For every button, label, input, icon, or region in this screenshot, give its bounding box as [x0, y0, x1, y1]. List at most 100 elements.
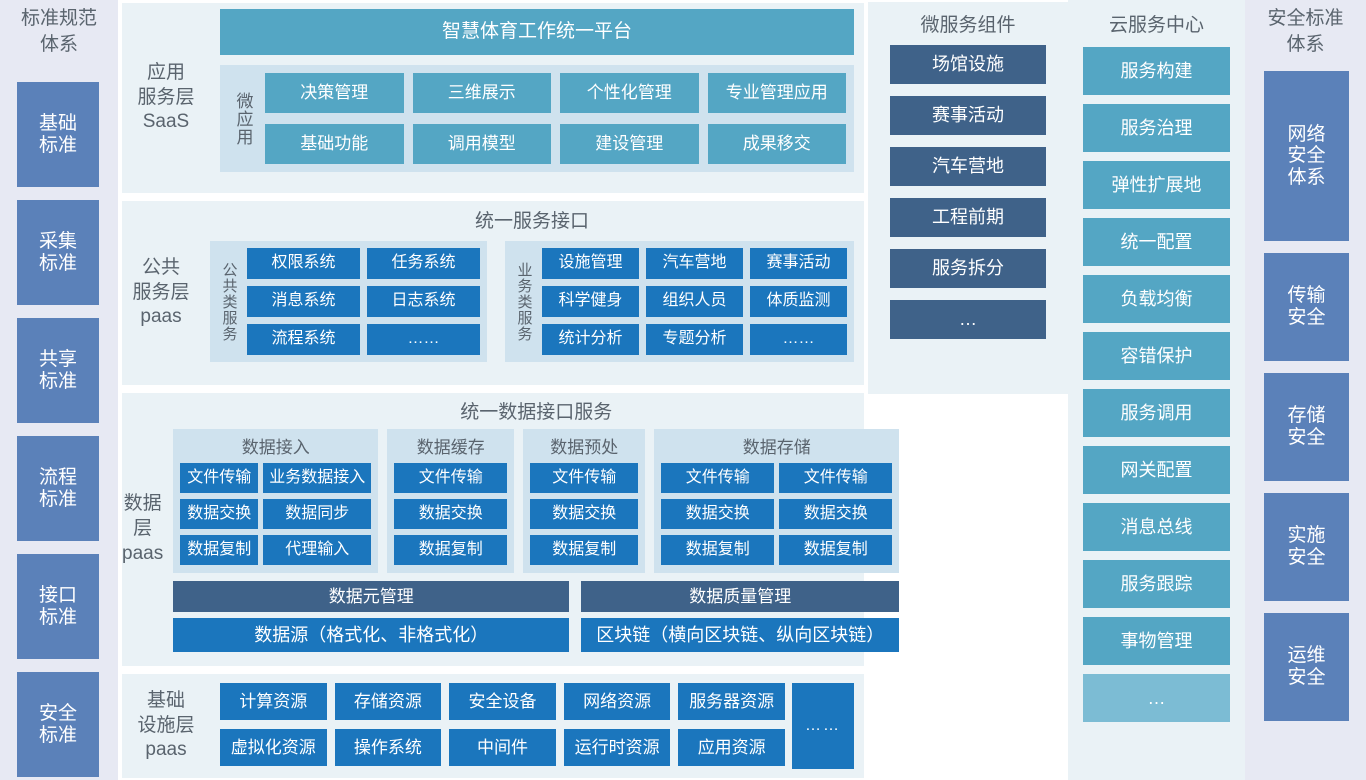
- infra-more[interactable]: ……: [792, 683, 854, 769]
- svc-permission-system[interactable]: 权限系统: [247, 248, 360, 279]
- cloud-gateway-config[interactable]: 网关配置: [1083, 446, 1230, 494]
- dc-file-transfer[interactable]: 文件传输: [394, 463, 508, 493]
- app-achievement-transfer[interactable]: 成果移交: [707, 124, 846, 164]
- da-proxy-input[interactable]: 代理输入: [263, 535, 372, 565]
- svc-physical-monitoring[interactable]: 体质监测: [750, 286, 847, 317]
- ms-more[interactable]: …: [890, 300, 1046, 339]
- da-data-sync[interactable]: 数据同步: [263, 499, 372, 529]
- standards-item-interface[interactable]: 接口 标准: [17, 554, 99, 659]
- cloud-service-governance[interactable]: 服务治理: [1083, 104, 1230, 152]
- app-model-invocation[interactable]: 调用模型: [412, 124, 551, 164]
- security-item-implementation[interactable]: 实施 安全: [1264, 493, 1349, 602]
- svc-organization-personnel[interactable]: 组织人员: [646, 286, 743, 317]
- cloud-message-bus[interactable]: 消息总线: [1083, 503, 1230, 551]
- app-personalized-management[interactable]: 个性化管理: [560, 73, 699, 113]
- data-cache-group: 数据缓存 文件传输 数据交换 数据复制: [387, 429, 515, 573]
- ds-file-transfer-1[interactable]: 文件传输: [661, 463, 775, 493]
- da-file-transfer[interactable]: 文件传输: [180, 463, 259, 493]
- app-construction-management[interactable]: 建设管理: [560, 124, 699, 164]
- security-network-line1: 网络: [1287, 123, 1326, 145]
- svc-public-more[interactable]: ……: [367, 324, 480, 355]
- application-layer-label-line3: SaaS: [142, 111, 190, 133]
- infra-application-resource[interactable]: 应用资源: [678, 729, 785, 766]
- application-layer-label-line2: 服务层: [137, 86, 195, 108]
- cloud-service-tracing[interactable]: 服务跟踪: [1083, 560, 1230, 608]
- infrastructure-grid: 计算资源 存储资源 安全设备 网络资源 服务器资源 虚拟化资源 操作系统 中间件…: [220, 683, 785, 769]
- svc-message-system[interactable]: 消息系统: [247, 286, 360, 317]
- unified-platform-banner[interactable]: 智慧体育工作统一平台: [220, 9, 854, 55]
- infra-network-resource[interactable]: 网络资源: [563, 683, 671, 720]
- da-business-data-access[interactable]: 业务数据接入: [263, 463, 372, 493]
- infra-runtime-resource[interactable]: 运行时资源: [563, 729, 671, 766]
- cloud-transaction-management[interactable]: 事物管理: [1083, 617, 1230, 665]
- ms-event-activity[interactable]: 赛事活动: [890, 96, 1046, 135]
- data-layer-label-line2: paas: [122, 542, 164, 564]
- cloud-elastic-scaling[interactable]: 弹性扩展地: [1083, 161, 1230, 209]
- infra-storage-resource[interactable]: 存储资源: [334, 683, 442, 720]
- svc-rv-campsite[interactable]: 汽车营地: [646, 248, 743, 279]
- svc-facility-management[interactable]: 设施管理: [542, 248, 639, 279]
- svc-business-more[interactable]: ……: [750, 324, 847, 355]
- cloud-load-balancing[interactable]: 负载均衡: [1083, 275, 1230, 323]
- app-3d-display[interactable]: 三维展示: [412, 73, 551, 113]
- infra-middleware[interactable]: 中间件: [449, 729, 556, 766]
- dc-data-replication[interactable]: 数据复制: [394, 535, 508, 565]
- standards-item-security[interactable]: 安全 标准: [17, 672, 99, 777]
- security-item-network[interactable]: 网络 安全 体系: [1264, 71, 1349, 242]
- ds-file-transfer-2[interactable]: 文件传输: [779, 463, 893, 493]
- standards-item-sharing[interactable]: 共享 标准: [17, 318, 99, 423]
- standards-item-security-line2: 标准: [38, 724, 77, 746]
- infra-virtualization-resource[interactable]: 虚拟化资源: [220, 729, 327, 766]
- data-storage-grid: 文件传输 文件传输 数据交换 数据交换 数据复制 数据复制: [661, 463, 893, 565]
- blockchain[interactable]: 区块链（横向区块链、纵向区块链）: [581, 618, 900, 652]
- ms-venue-facility[interactable]: 场馆设施: [890, 45, 1046, 84]
- standards-item-basic[interactable]: 基础 标准: [17, 82, 99, 187]
- svc-thematic-analysis[interactable]: 专题分析: [646, 324, 743, 355]
- ms-project-preliminary[interactable]: 工程前期: [890, 198, 1046, 237]
- app-professional-management[interactable]: 专业管理应用: [707, 73, 846, 113]
- cloud-more[interactable]: …: [1083, 674, 1230, 722]
- cloud-fault-tolerance[interactable]: 容错保护: [1083, 332, 1230, 380]
- cloud-unified-config[interactable]: 统一配置: [1083, 218, 1230, 266]
- infra-operating-system[interactable]: 操作系统: [334, 729, 442, 766]
- dc-data-exchange[interactable]: 数据交换: [394, 499, 508, 529]
- data-source[interactable]: 数据源（格式化、非格式化）: [173, 618, 570, 652]
- infra-security-device[interactable]: 安全设备: [449, 683, 556, 720]
- svc-statistical-analysis[interactable]: 统计分析: [542, 324, 639, 355]
- svc-events-activities[interactable]: 赛事活动: [750, 248, 847, 279]
- ms-rv-campsite[interactable]: 汽车营地: [890, 147, 1046, 186]
- data-group-row: 数据接入 文件传输 业务数据接入 数据交换 数据同步 数据复制 代理输入 数据缓…: [173, 429, 900, 573]
- ms-service-split[interactable]: 服务拆分: [890, 249, 1046, 288]
- svc-task-system[interactable]: 任务系统: [367, 248, 480, 279]
- security-item-transmission[interactable]: 传输 安全: [1264, 253, 1349, 362]
- standards-item-collection[interactable]: 采集 标准: [17, 200, 99, 305]
- security-network-line2: 安全: [1287, 145, 1326, 167]
- ds-data-exchange-2[interactable]: 数据交换: [779, 499, 893, 529]
- standards-item-process[interactable]: 流程 标准: [17, 436, 99, 541]
- svc-log-system[interactable]: 日志系统: [367, 286, 480, 317]
- standards-title-line1: 标准规范: [20, 8, 97, 29]
- cloud-service-build[interactable]: 服务构建: [1083, 47, 1230, 95]
- app-basic-functions[interactable]: 基础功能: [265, 124, 404, 164]
- infra-compute-resource[interactable]: 计算资源: [220, 683, 327, 720]
- svc-process-system[interactable]: 流程系统: [247, 324, 360, 355]
- da-data-replication[interactable]: 数据复制: [180, 535, 259, 565]
- dp-data-exchange[interactable]: 数据交换: [530, 499, 639, 529]
- infra-server-resource[interactable]: 服务器资源: [678, 683, 785, 720]
- svc-scientific-fitness[interactable]: 科学健身: [542, 286, 639, 317]
- microservice-item-list: 场馆设施 赛事活动 汽车营地 工程前期 服务拆分 …: [890, 45, 1046, 339]
- data-quality-management[interactable]: 数据质量管理: [581, 581, 900, 612]
- da-data-exchange[interactable]: 数据交换: [180, 499, 259, 529]
- metadata-management[interactable]: 数据元管理: [173, 581, 570, 612]
- app-decision-management[interactable]: 决策管理: [265, 73, 404, 113]
- security-item-operations[interactable]: 运维 安全: [1264, 613, 1349, 722]
- cloud-service-invocation[interactable]: 服务调用: [1083, 389, 1230, 437]
- ds-data-exchange-1[interactable]: 数据交换: [661, 499, 775, 529]
- ds-data-replication-1[interactable]: 数据复制: [661, 535, 775, 565]
- dp-data-replication[interactable]: 数据复制: [530, 535, 639, 565]
- security-storage-line2: 安全: [1287, 427, 1326, 449]
- ds-data-replication-2[interactable]: 数据复制: [779, 535, 893, 565]
- dp-file-transfer[interactable]: 文件传输: [530, 463, 639, 493]
- security-item-storage[interactable]: 存储 安全: [1264, 373, 1349, 482]
